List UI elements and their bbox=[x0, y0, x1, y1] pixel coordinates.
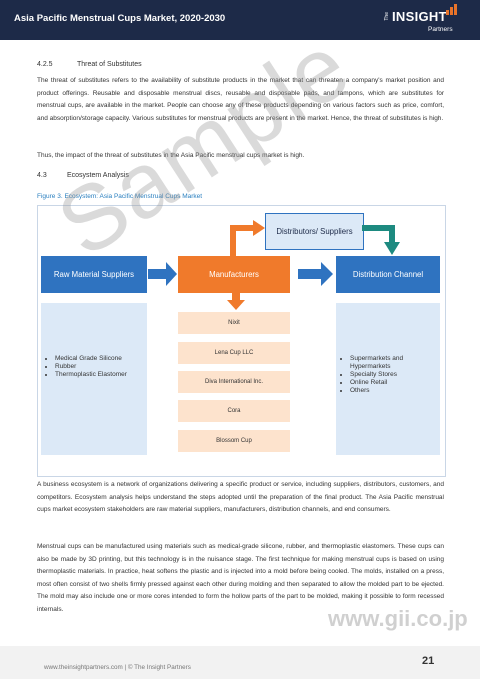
logo-the: The bbox=[384, 12, 390, 21]
raw-material-header: Raw Material Suppliers bbox=[41, 256, 147, 293]
section-title: Threat of Substitutes bbox=[77, 61, 142, 68]
manufacturer-item: Lena Cup LLC bbox=[178, 342, 290, 364]
list-item: Others bbox=[350, 387, 440, 395]
insight-partners-logo: The INSIGHT Partners bbox=[384, 4, 466, 36]
arrow-up-right-icon bbox=[230, 220, 265, 258]
list-item: Specialty Stores bbox=[350, 371, 440, 379]
raw-material-list: Medical Grade Silicone Rubber Thermoplas… bbox=[45, 355, 127, 379]
arrow-down-right-icon bbox=[362, 225, 400, 255]
footer-text: www.theinsightpartners.com | © The Insig… bbox=[44, 664, 191, 671]
manufacturer-item: Cora bbox=[178, 400, 290, 422]
paragraph-manufacturing: Menstrual cups can be manufactured using… bbox=[37, 543, 444, 613]
logo-main: INSIGHT bbox=[392, 9, 447, 24]
manufacturer-item: Blossom Cup bbox=[178, 430, 290, 452]
distribution-channel-list: Supermarkets and Hypermarkets Specialty … bbox=[340, 355, 440, 395]
paragraph-substitutes: The threat of substitutes refers to the … bbox=[37, 77, 444, 122]
ecosystem-figure bbox=[37, 205, 446, 477]
manufacturers-header: Manufacturers bbox=[178, 256, 290, 293]
list-item: Supermarkets and Hypermarkets bbox=[350, 355, 440, 371]
section-heading-43: 4.3 Ecosystem Analysis bbox=[37, 172, 129, 179]
section-title: Ecosystem Analysis bbox=[67, 172, 129, 179]
distribution-channel-header: Distribution Channel bbox=[336, 256, 440, 293]
list-item: Rubber bbox=[55, 363, 127, 371]
distribution-channel-body: Supermarkets and Hypermarkets Specialty … bbox=[336, 303, 440, 455]
logo-sub: Partners bbox=[428, 26, 453, 33]
list-item: Online Retail bbox=[350, 379, 440, 387]
figure-caption: Figure 3. Ecosystem: Asia Pacific Menstr… bbox=[37, 193, 203, 200]
page-footer bbox=[0, 646, 480, 679]
list-item: Thermoplastic Elastomer bbox=[55, 371, 127, 379]
manufacturer-item: Diva International Inc. bbox=[178, 371, 290, 393]
paragraph-impact: Thus, the impact of the threat of substi… bbox=[37, 152, 305, 159]
manufacturer-item: Nixit bbox=[178, 312, 290, 334]
page-number: 21 bbox=[422, 655, 435, 667]
distributors-box: Distributors/ Suppliers bbox=[265, 213, 364, 250]
paragraph-ecosystem: A business ecosystem is a network of org… bbox=[37, 481, 444, 513]
page-header: Asia Pacific Menstrual Cups Market, 2020… bbox=[0, 0, 480, 40]
arrow-right-icon bbox=[148, 262, 177, 286]
arrow-right-icon bbox=[298, 262, 333, 286]
section-number: 4.2.5 bbox=[37, 61, 53, 68]
raw-material-body: Medical Grade Silicone Rubber Thermoplas… bbox=[41, 303, 147, 455]
arrow-down-icon bbox=[227, 293, 245, 310]
section-heading-425: 4.2.5 Threat of Substitutes bbox=[37, 61, 142, 68]
section-number: 4.3 bbox=[37, 172, 47, 179]
list-item: Medical Grade Silicone bbox=[55, 355, 127, 363]
header-title: Asia Pacific Menstrual Cups Market, 2020… bbox=[14, 13, 226, 24]
